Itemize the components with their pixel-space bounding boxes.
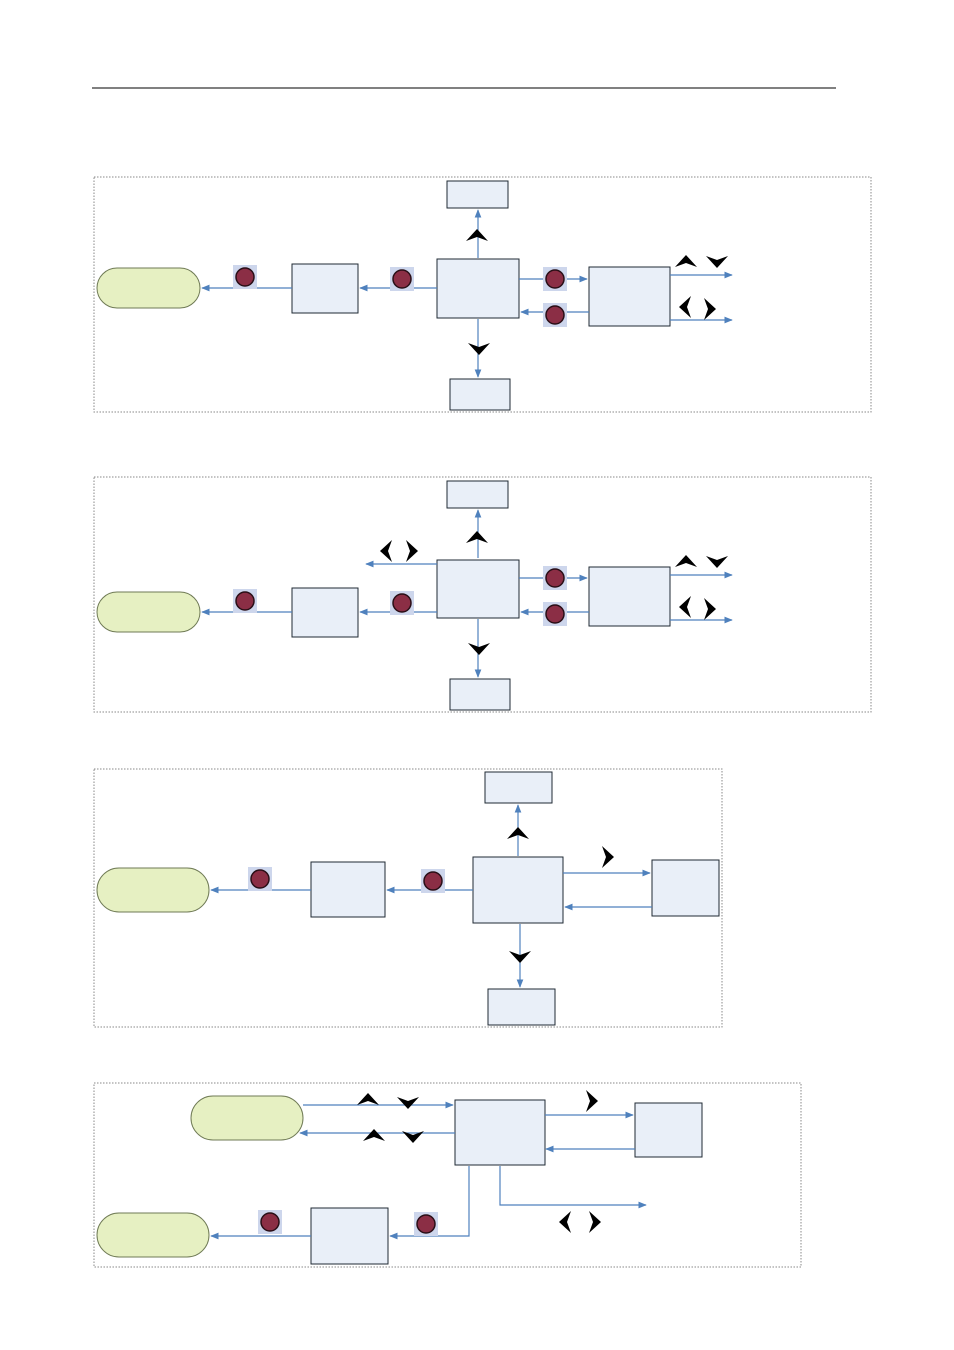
diagram-4 [93,1082,802,1268]
top-block-box [446,480,509,509]
red-indicator-led-icon [233,589,257,613]
diagram-1 [93,176,872,413]
diagram-frame [93,768,723,1028]
right-block-box [651,859,720,917]
black-chevron-down-icon [706,256,728,268]
red-indicator-led-icon [543,303,567,327]
black-chevron-up-icon [466,531,488,543]
red-indicator-led-icon [390,591,414,615]
red-indicator-led-icon [248,867,272,891]
top-block-box [484,771,553,804]
black-chevron-up-icon [363,1129,385,1141]
red-indicator-led-icon [258,1210,282,1234]
right-block-box [634,1102,703,1158]
diagram-frame [93,476,872,713]
black-chevron-left-icon [559,1211,571,1233]
red-indicator-led-icon [233,265,257,289]
lower-block-box [310,1207,389,1265]
black-chevron-left-icon [679,596,691,618]
central-block-box [436,559,520,619]
central-block-box [472,856,564,924]
black-chevron-up-icon [675,555,697,567]
signal-arrow [499,1166,647,1209]
black-chevron-right-icon [406,540,418,562]
top-block-box [446,180,509,209]
black-chevron-left-icon [380,540,392,562]
left-block-box [291,263,359,314]
central-block-box [436,258,520,319]
red-indicator-led-icon [543,566,567,590]
black-chevron-right-icon [704,598,716,620]
right-block-box [588,566,671,627]
black-chevron-down-icon [397,1097,419,1109]
bottom-block-box [449,678,511,711]
black-chevron-down-icon [468,343,490,355]
black-chevron-up-icon [357,1093,379,1105]
black-chevron-down-icon [468,643,490,655]
black-chevron-left-icon [679,296,691,318]
black-chevron-right-icon [589,1211,601,1233]
left-block-box [291,587,359,638]
diagram-frame [93,1082,802,1268]
red-indicator-led-icon [414,1212,438,1236]
terminal-oval [96,867,210,913]
terminal-oval [96,267,201,309]
black-chevron-right-icon [602,846,614,868]
diagram-frame [93,176,872,413]
right-block-box [588,266,671,327]
diagram-2 [93,476,872,713]
black-chevron-down-icon [706,556,728,568]
black-chevron-down-icon [509,951,531,963]
red-indicator-led-icon [543,602,567,626]
red-indicator-led-icon [543,267,567,291]
black-chevron-up-icon [675,255,697,267]
central-block-box [454,1099,546,1166]
black-chevron-down-icon [402,1131,424,1143]
black-chevron-right-icon [704,298,716,320]
red-indicator-led-icon [390,267,414,291]
bottom-block-box [449,378,511,411]
red-indicator-led-icon [421,869,445,893]
bottom-block-box [487,988,556,1026]
black-chevron-right-icon [586,1090,598,1112]
terminal-oval [96,1212,210,1258]
black-chevron-up-icon [507,827,529,839]
terminal-oval [190,1095,304,1141]
black-chevron-up-icon [466,229,488,241]
terminal-oval [96,591,201,633]
left-block-box [310,861,386,918]
diagram-3 [93,768,723,1028]
